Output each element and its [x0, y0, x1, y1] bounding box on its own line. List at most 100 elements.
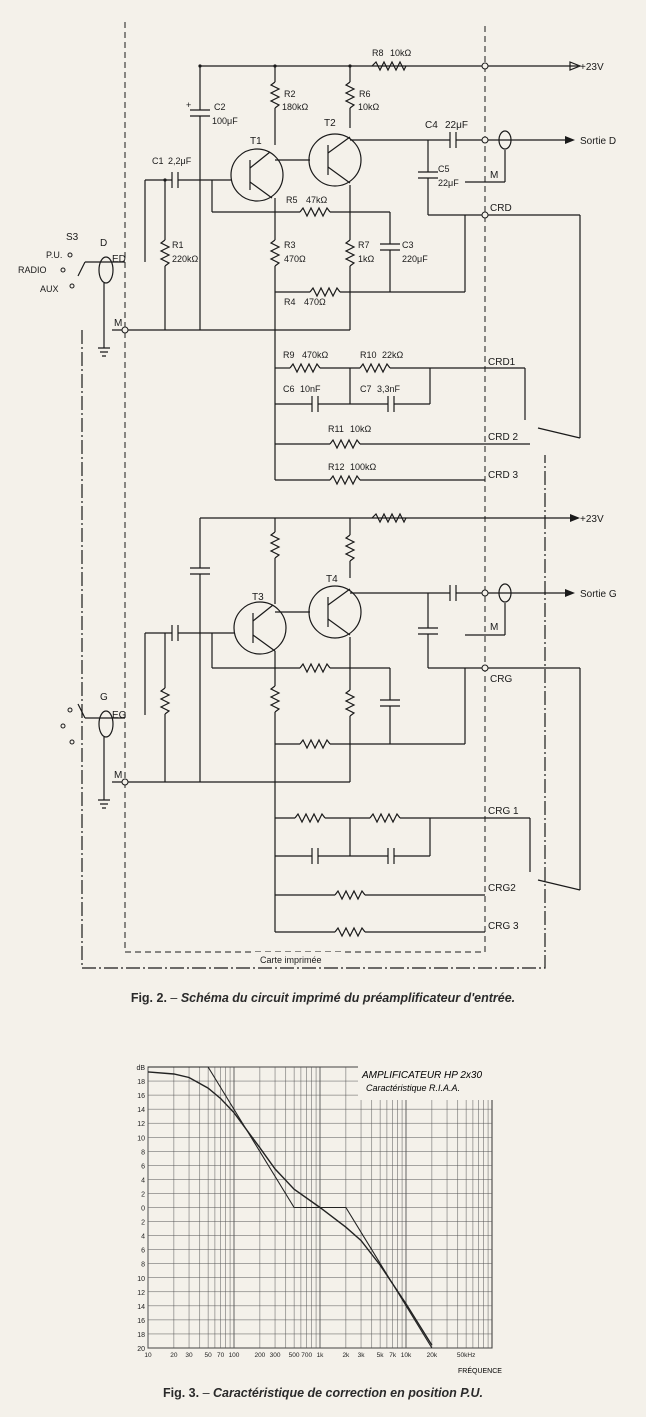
x-tick-label: 70 — [217, 1352, 225, 1359]
y-tick-label: 12 — [137, 1121, 145, 1128]
plot-frame — [147, 1066, 493, 1349]
resistor-r4 — [309, 286, 341, 298]
r2-val: 180kΩ — [282, 102, 309, 112]
y-tick-label: 6 — [141, 1248, 145, 1255]
r10-ref: R10 — [360, 350, 377, 360]
x-tick-label: 7k — [389, 1352, 397, 1359]
c6-val: 10nF — [300, 384, 321, 394]
r8-ref: R8 — [372, 48, 384, 58]
c6-ref: C6 — [283, 384, 295, 394]
node-g: G — [100, 692, 108, 703]
y-tick-label: 16 — [137, 1318, 145, 1325]
c2-val: 100μF — [212, 116, 238, 126]
r4-ref: R4 — [284, 297, 296, 307]
resistor-r3 — [269, 239, 281, 267]
x-tick-label: 50 — [204, 1352, 212, 1359]
node-crd2: CRD 2 — [488, 432, 518, 443]
r4-val: 470Ω — [304, 297, 326, 307]
x-tick-label: 10 — [144, 1352, 152, 1359]
c2-ref: C2 — [214, 102, 226, 112]
series-line — [148, 1066, 433, 1349]
c5-val: 22μF — [438, 178, 459, 188]
node-m-in-g: M — [114, 770, 122, 781]
r7-ref: R7 — [358, 240, 370, 250]
node-m-out-g: M — [490, 622, 498, 633]
node-crg2: CRG2 — [488, 883, 516, 894]
node-crg1: CRG 1 — [488, 806, 519, 817]
output-right-label: Sortie D — [580, 136, 616, 147]
y-tick-label: 8 — [141, 1149, 145, 1156]
y-tick-label: 0 — [141, 1206, 145, 1213]
x-tick-label: 1k — [317, 1352, 325, 1359]
r2-ref: R2 — [284, 89, 296, 99]
node-m-in: M — [114, 318, 122, 329]
x-tick-label: 500 — [289, 1352, 300, 1359]
c7-ref: C7 — [360, 384, 372, 394]
y-tick-label: 16 — [137, 1093, 145, 1100]
resistor-r7 — [344, 239, 356, 267]
y-tick-label: 2 — [141, 1191, 145, 1198]
c3-ref: C3 — [402, 240, 414, 250]
r9-val: 470kΩ — [302, 350, 329, 360]
node-eg: EG — [112, 710, 127, 721]
c4-val: 22μF — [445, 120, 468, 131]
node-crd3: CRD 3 — [488, 470, 518, 481]
supply-label-bottom: +23V — [580, 514, 604, 525]
x-tick-label: 10k — [401, 1352, 412, 1359]
x-tick-label: 20k — [427, 1352, 438, 1359]
x-tick-label: 2k — [342, 1352, 350, 1359]
chart-title: AMPLIFICATEUR HP 2x30 — [361, 1070, 482, 1081]
r10-val: 22kΩ — [382, 350, 404, 360]
x-tick-label: 20 — [170, 1352, 178, 1359]
t2-label: T2 — [324, 118, 336, 129]
y-tick-label: 4 — [141, 1177, 145, 1184]
r11-val: 10kΩ — [350, 424, 372, 434]
svg-text:+: + — [186, 100, 191, 110]
ground-icon — [98, 347, 110, 357]
c4-ref: C4 — [425, 120, 438, 131]
t4-label: T4 — [326, 574, 338, 585]
resistor-r8 — [371, 60, 407, 72]
ground-icon-2 — [98, 799, 110, 809]
x-tick-label: 200 — [254, 1352, 265, 1359]
t1-label: T1 — [250, 136, 262, 147]
resistor-r9 — [289, 362, 321, 374]
switch-label: S3 — [66, 232, 79, 243]
y-tick-label: 6 — [141, 1163, 145, 1170]
node-crg: CRG — [490, 674, 512, 685]
c1-ref: C1 — [152, 156, 164, 166]
r5-val: 47kΩ — [306, 195, 328, 205]
r11-ref: R11 — [328, 424, 344, 434]
resistor-r2 — [269, 81, 281, 109]
r7-val: 1kΩ — [358, 254, 375, 264]
board-label: Carte imprimée — [260, 955, 322, 965]
resistor-r1 — [159, 239, 171, 267]
node-crg3: CRG 3 — [488, 921, 519, 932]
caption-fig3: Fig. 3. – Caractéristique de correction … — [162, 1386, 483, 1400]
node-crd: CRD — [490, 203, 512, 214]
c3-val: 220μF — [402, 254, 428, 264]
r5-ref: R5 — [286, 195, 298, 205]
y-tick-label: 2 — [141, 1220, 145, 1227]
node-ed: ED — [112, 254, 126, 265]
x-tick-label: 3k — [358, 1352, 366, 1359]
resistor-r5 — [299, 206, 331, 218]
r6-ref: R6 — [359, 89, 371, 99]
y-tick-label: 14 — [137, 1304, 145, 1311]
c7-val: 3,3nF — [377, 384, 401, 394]
y-tick-label: 14 — [137, 1107, 145, 1114]
pos-pu: P.U. — [46, 250, 62, 260]
series-line — [147, 1071, 433, 1346]
transistor-t2 — [308, 133, 362, 187]
node-d: D — [100, 238, 107, 249]
pos-aux: AUX — [40, 284, 59, 294]
resistor-r12 — [329, 474, 361, 486]
c1-val: 2,2μF — [168, 156, 192, 166]
y-tick-label: 10 — [137, 1135, 145, 1142]
y-tick-label: 10 — [137, 1276, 145, 1283]
r12-val: 100kΩ — [350, 462, 377, 472]
y-tick-label: 8 — [141, 1262, 145, 1269]
resistor-r6 — [344, 81, 356, 109]
caption-fig2: Fig. 2. – Schéma du circuit imprimé du p… — [130, 991, 516, 1005]
